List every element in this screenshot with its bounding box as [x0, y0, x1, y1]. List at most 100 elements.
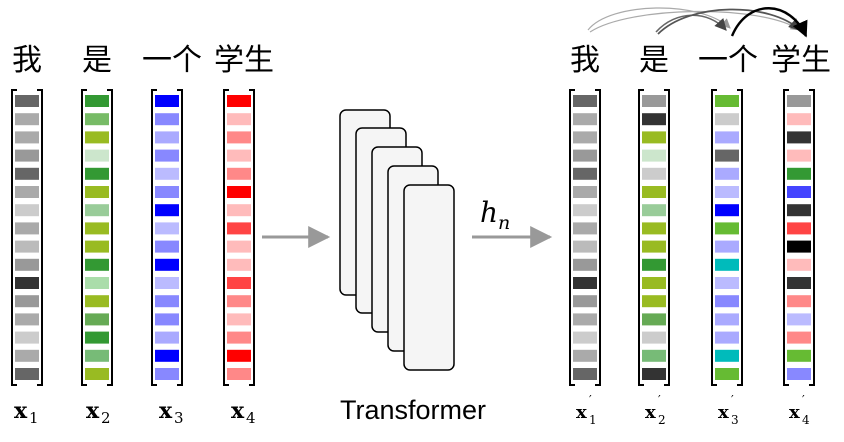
output-vector-3-bracket-right [737, 89, 743, 386]
output-vector-3-cell [715, 167, 739, 180]
transformer-label: Transformer [340, 395, 486, 425]
output-vector-4-cell [787, 349, 811, 362]
input-vector-2 [81, 89, 113, 386]
input-vector-2-cell [85, 204, 109, 217]
input-var-2-symbol: x [86, 398, 100, 424]
output-vector-1-cell [573, 113, 597, 126]
input-vector-3-cell [155, 167, 179, 180]
input-vector-1-cell [15, 240, 39, 253]
output-vectors [569, 89, 815, 386]
input-vector-1-cell [15, 204, 39, 217]
input-vector-4-cell [227, 240, 251, 253]
input-var-4-subscript: 4 [246, 409, 256, 427]
input-token-1: 我 [12, 43, 42, 78]
input-vector-4-cell [227, 295, 251, 308]
input-vector-4-bracket-right [249, 89, 255, 386]
input-vector-4-cell [227, 167, 251, 180]
output-vector-3-cell [715, 186, 739, 198]
output-vector-3-bracket-left [711, 89, 717, 386]
hidden-state-symbol: h [480, 196, 498, 229]
input-vector-3-cell [155, 204, 179, 217]
output-vector-3-cell [715, 113, 739, 126]
output-vector-4-cell [787, 277, 811, 289]
output-vector-3-cell [715, 313, 739, 326]
input-vector-4-cell [227, 149, 251, 162]
output-vector-2-bracket-right [664, 89, 670, 386]
input-var-4-symbol: x [231, 398, 245, 424]
hidden-state-subscript: n [498, 212, 510, 234]
input-vector-3-cell [155, 240, 179, 253]
input-vector-4-cell [227, 277, 251, 289]
output-vector-1-cell [573, 167, 597, 180]
input-vector-3-cell [155, 277, 179, 289]
input-token-2: 是 [82, 43, 112, 78]
input-vector-4-cell [227, 222, 251, 235]
output-token-2: 是 [639, 43, 669, 78]
output-vector-1-cell [573, 186, 597, 198]
output-vector-1-cell [573, 313, 597, 326]
input-vector-3 [151, 89, 183, 386]
input-vector-2-cell [85, 313, 109, 326]
output-vector-4-cell [787, 331, 811, 344]
input-vector-4 [223, 89, 255, 386]
output-vector-1-cell [573, 331, 597, 344]
output-vector-2-cell [642, 95, 666, 107]
input-vector-2-cell [85, 186, 109, 198]
output-vector-3-cell [715, 277, 739, 289]
output-var-1-subscript: 1 [589, 413, 597, 427]
output-var-3-symbol: x [718, 402, 729, 423]
output-var-3: x ′ 3 [718, 393, 739, 427]
output-vector-4-cell [787, 186, 811, 198]
input-vector-2-cell [85, 149, 109, 162]
input-vector-2-cell [85, 277, 109, 289]
output-vector-3-cell [715, 222, 739, 235]
output-vector-2-cell [642, 204, 666, 217]
output-vector-3-cell [715, 368, 739, 380]
output-vector-2-cell [642, 368, 666, 380]
output-vector-2-cell [642, 113, 666, 126]
input-vector-1-cell [15, 331, 39, 344]
input-vector-1-cell [15, 186, 39, 198]
output-vector-1-bracket-left [569, 89, 575, 386]
input-vector-1-cell [15, 167, 39, 180]
input-vector-2-bracket-left [81, 89, 87, 386]
transformer-layer-5 [403, 184, 455, 371]
output-vector-2-bracket-left [638, 89, 644, 386]
input-vector-3-cell [155, 349, 179, 362]
input-vector-2-cell [85, 349, 109, 362]
output-vector-1-cell [573, 95, 597, 107]
output-vector-3-cell [715, 95, 739, 107]
output-vector-1 [569, 89, 601, 386]
input-vector-2-cell [85, 222, 109, 235]
input-vectors [11, 89, 255, 386]
output-vector-2-cell [642, 277, 666, 289]
output-vector-4-cell [787, 368, 811, 380]
output-vector-2-cell [642, 222, 666, 235]
input-vector-1-cell [15, 222, 39, 235]
input-var-1: x 1 [14, 398, 39, 427]
input-vector-1-cell [15, 349, 39, 362]
input-vector-3-cell [155, 258, 179, 271]
output-vector-4-cell [787, 131, 811, 144]
output-vector-1-cell [573, 131, 597, 144]
output-var-3-subscript: 3 [731, 413, 739, 427]
input-vector-1-cell [15, 313, 39, 326]
output-vector-4-cell [787, 167, 811, 180]
output-vector-2-cell [642, 331, 666, 344]
input-var-2: x 2 [86, 398, 111, 427]
output-vector-3-cell [715, 204, 739, 217]
input-vector-1-cell [15, 368, 39, 380]
output-var-2-symbol: x [645, 402, 656, 423]
output-vector-4 [783, 89, 815, 386]
output-vector-3-cell [715, 349, 739, 362]
input-vector-2-bracket-right [107, 89, 113, 386]
output-vector-2-cell [642, 240, 666, 253]
output-vector-1-cell [573, 295, 597, 308]
output-vector-2-cell [642, 167, 666, 180]
input-vector-2-cell [85, 368, 109, 380]
output-vector-2-cell [642, 258, 666, 271]
output-var-4-subscript: 4 [802, 413, 810, 427]
output-vector-1-cell [573, 349, 597, 362]
